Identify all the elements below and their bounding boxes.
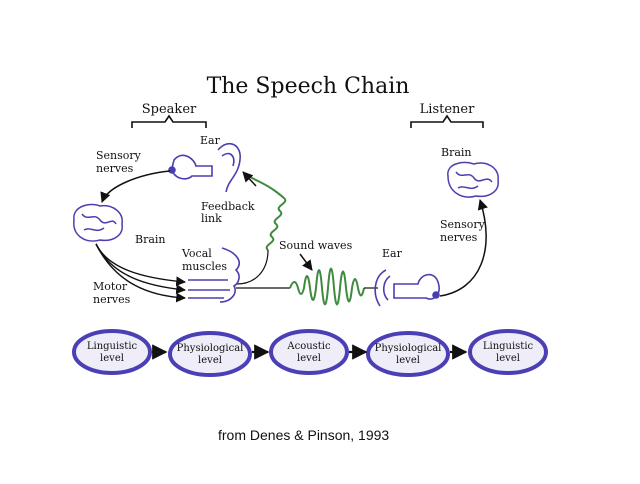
listener-ear-icon: [374, 269, 440, 307]
level-physiological-speaker: Physiological level: [168, 331, 252, 377]
svg-text:level: level: [396, 355, 420, 366]
svg-text:Linguistic: Linguistic: [483, 341, 534, 352]
svg-text:level: level: [496, 353, 520, 364]
listener-bracket: [410, 114, 484, 128]
svg-text:Linguistic: Linguistic: [87, 341, 138, 352]
listener-label: Listener: [420, 102, 475, 117]
level-physiological-listener: Physiological level: [366, 331, 450, 377]
listener-brain-icon: [447, 161, 499, 198]
motor-label-2: nerves: [93, 293, 131, 306]
svg-text:level: level: [198, 355, 222, 366]
sound-waves-arrow: [299, 253, 313, 271]
ear-to-brain-arrow: [100, 170, 171, 203]
feedback-line: [236, 249, 269, 285]
diagram-title: The Speech Chain: [207, 74, 410, 99]
speaker-sensory-label-1: Sensory: [96, 149, 142, 162]
speaker-label: Speaker: [142, 102, 197, 117]
speaker-brain-icon: [73, 203, 123, 242]
motor-nerve-arrows: [95, 243, 186, 303]
listener-sensory-label-1: Sensory: [440, 218, 486, 231]
feedback-arrow: [242, 171, 257, 187]
feedback-wave: [247, 175, 287, 251]
speaker-ear-icon: [168, 142, 241, 193]
listener-ear-label: Ear: [382, 247, 403, 260]
svg-text:Acoustic: Acoustic: [286, 341, 331, 352]
level-acoustic: Acoustic level: [269, 329, 349, 375]
source-credit: from Denes & Pinson, 1993: [218, 427, 390, 443]
listener-brain-label: Brain: [441, 146, 472, 159]
vocal-label-2: muscles: [182, 260, 227, 273]
speaker-brain-label: Brain: [135, 233, 166, 246]
speaker-bracket: [131, 114, 207, 128]
svg-text:level: level: [100, 353, 124, 364]
svg-text:Physiological: Physiological: [375, 343, 442, 354]
speaker-ear-label: Ear: [200, 134, 221, 147]
level-linguistic-speaker: Linguistic level: [72, 329, 152, 375]
motor-label-1: Motor: [93, 280, 128, 293]
sound-waves-label: Sound waves: [279, 239, 353, 252]
listener-sensory-arrow: [439, 198, 488, 297]
feedback-label-2: link: [201, 212, 222, 225]
listener-sensory-label-2: nerves: [440, 231, 478, 244]
sound-wave: [289, 267, 365, 306]
speaker-sensory-label-2: nerves: [96, 162, 134, 175]
level-linguistic-listener: Linguistic level: [468, 329, 548, 375]
svg-text:Physiological: Physiological: [177, 343, 244, 354]
vocal-label-1: Vocal: [181, 247, 212, 260]
vocal-tract-icon: [188, 247, 240, 303]
feedback-label-1: Feedback: [201, 200, 255, 213]
svg-text:level: level: [297, 353, 321, 364]
level-row: Linguistic level Physiological level Aco…: [72, 329, 548, 377]
